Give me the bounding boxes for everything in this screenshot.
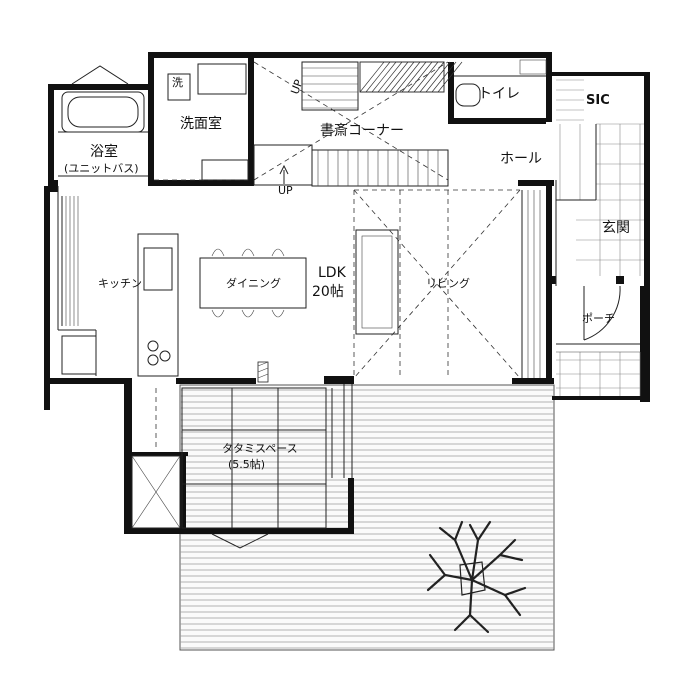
interior-lines <box>57 59 644 549</box>
label-study: 書斎コーナー <box>320 122 404 139</box>
label-bath-sub: (ユニットバス) <box>64 162 139 175</box>
label-stair-up-bottom: UP <box>278 184 293 197</box>
label-wash-short: 洗 <box>172 76 183 89</box>
label-bath: 浴室 <box>90 143 118 160</box>
label-ldk-size: 20帖 <box>312 284 344 300</box>
tree-symbol <box>426 520 527 634</box>
label-living: リビング <box>426 276 470 290</box>
exterior-walls <box>44 52 650 534</box>
label-dining: ダイニング <box>226 276 281 290</box>
label-tatami-size: (5.5帖) <box>228 458 265 471</box>
label-hall: ホール <box>500 151 542 167</box>
label-entrance: 玄関 <box>602 219 630 236</box>
label-stair-up-top: UP <box>288 77 305 96</box>
label-washroom: 洗面室 <box>180 115 222 132</box>
room-labels: 浴室 (ユニットバス) 洗 洗面室 書斎コーナー トイレ SIC ホール 玄関 … <box>64 76 630 471</box>
label-tatami: タタミスペース <box>222 442 298 455</box>
label-kitchen: キッチン <box>98 277 142 290</box>
label-toilet: トイレ <box>478 86 520 102</box>
label-sic: SIC <box>586 93 610 108</box>
label-ldk: LDK <box>318 265 347 281</box>
stair-arrows <box>279 164 289 184</box>
label-porch: ポーチ <box>582 312 615 325</box>
wood-deck <box>179 384 555 651</box>
